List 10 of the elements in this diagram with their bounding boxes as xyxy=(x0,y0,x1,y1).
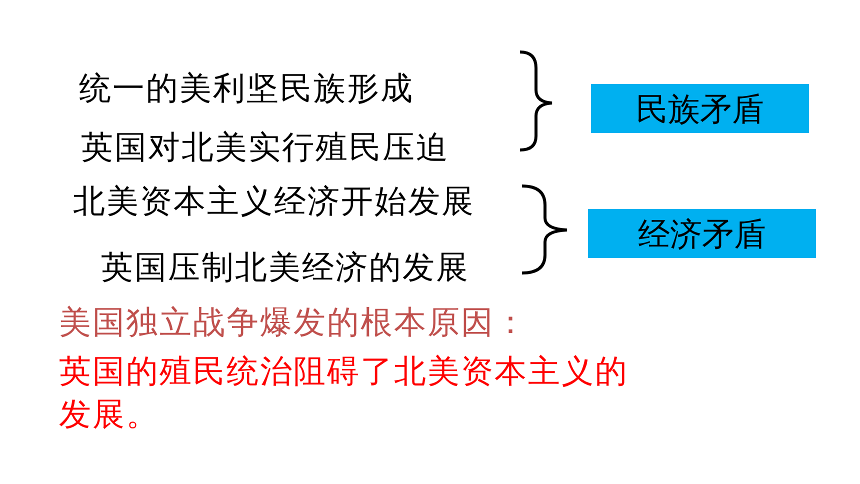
statement-text: 英国对北美实行殖民压迫 xyxy=(81,128,450,166)
statement-text: 统一的美利坚民族形成 xyxy=(79,69,414,107)
category-box xyxy=(588,209,816,258)
conclusion-heading: 美国独立战争爆发的根本原因： xyxy=(59,303,528,341)
category-label: 经济矛盾 xyxy=(638,214,766,252)
conclusion-text: 英国的殖民统治阻碍了北美资本主义的发展。 xyxy=(59,351,630,435)
statement-text: 北美资本主义经济开始发展 xyxy=(73,182,475,220)
category-box xyxy=(591,84,809,133)
statement-text: 英国压制北美经济的发展 xyxy=(101,248,470,286)
category-label: 民族矛盾 xyxy=(636,90,764,128)
